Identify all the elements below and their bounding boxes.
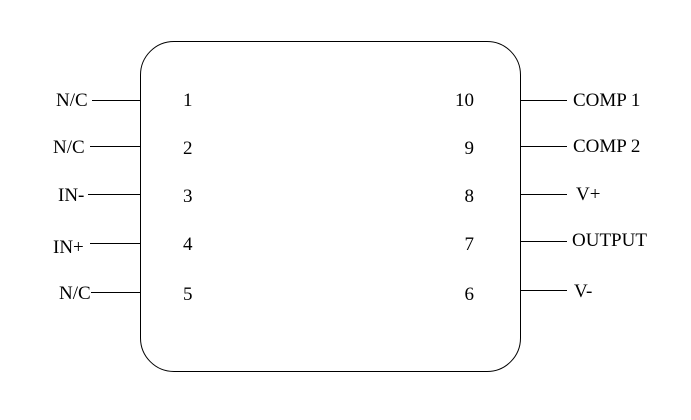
lead-pin-8 <box>521 194 567 195</box>
pin-1-label: N/C <box>56 90 88 111</box>
pin-number-5: 5 <box>183 284 193 305</box>
pin-number-9: 9 <box>464 138 475 159</box>
pin-7-label: OUTPUT <box>572 230 647 251</box>
pin-9-label: COMP 2 <box>573 136 641 157</box>
chip-package-outline <box>140 41 521 372</box>
pin-4-label: IN+ <box>53 237 84 258</box>
pin-8-label: V+ <box>576 184 601 205</box>
lead-pin-1 <box>92 100 140 101</box>
pin-2-label: N/C <box>53 137 85 158</box>
lead-pin-4 <box>90 243 140 244</box>
pin-number-10: 10 <box>455 90 474 111</box>
lead-pin-10 <box>521 100 567 101</box>
pin-10-label: COMP 1 <box>573 90 641 111</box>
pin-number-1: 1 <box>183 90 193 111</box>
pin-number-7: 7 <box>464 234 475 255</box>
pin-number-2: 2 <box>183 138 193 159</box>
pin-number-4: 4 <box>183 234 193 255</box>
lead-pin-3 <box>88 194 140 195</box>
lead-pin-5 <box>91 292 140 293</box>
lead-pin-2 <box>90 146 140 147</box>
lead-pin-9 <box>521 146 567 147</box>
lead-pin-7 <box>521 241 567 242</box>
lead-pin-6 <box>521 290 567 291</box>
pin-number-6: 6 <box>464 284 475 305</box>
pin-number-8: 8 <box>464 186 475 207</box>
pin-3-label: IN- <box>58 185 85 206</box>
pin-6-label: V- <box>574 281 593 302</box>
pin-5-label: N/C <box>59 283 91 304</box>
pin-number-3: 3 <box>183 186 193 207</box>
